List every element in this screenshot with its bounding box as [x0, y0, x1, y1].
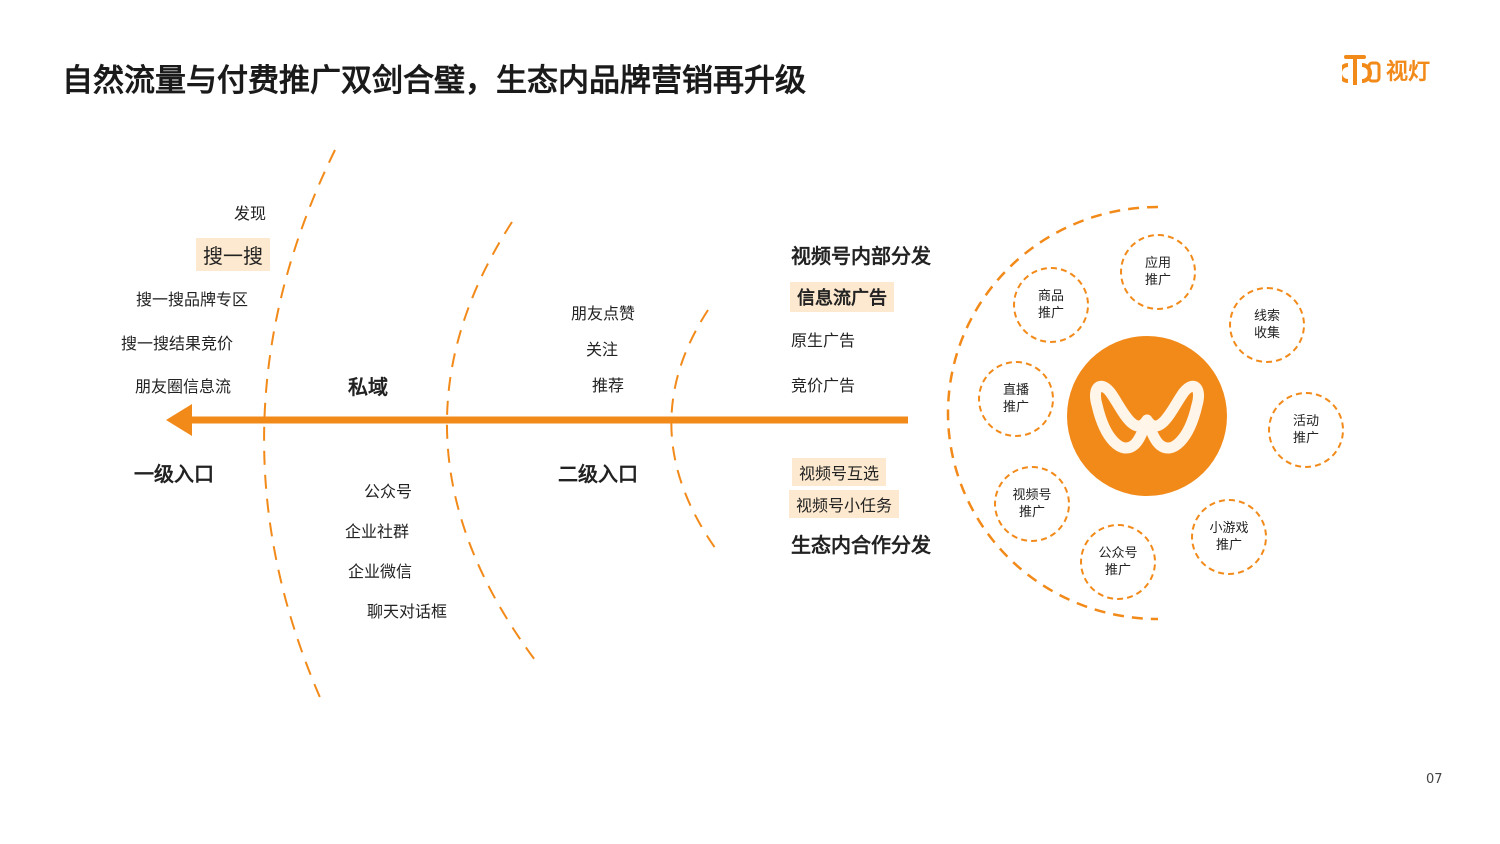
private-domain-item: 企业微信 [348, 562, 413, 581]
primary-entry-item: 搜一搜结果竞价 [121, 334, 234, 353]
lamp-logo-icon [1342, 55, 1381, 85]
private-domain-item: 企业社群 [345, 522, 410, 541]
primary-entry-item: 搜一搜品牌专区 [136, 290, 249, 309]
page-title: 自然流量与付费推广双剑合璧，生态内品牌营销再升级 [62, 63, 806, 99]
primary-entry-label: 一级入口 [134, 462, 214, 486]
page-number: 07 [1426, 772, 1443, 787]
secondary-entry-item: 关注 [586, 340, 619, 359]
channel-bubble-minigame: 小游戏推广 [1191, 499, 1267, 575]
channel-bubble-product: 商品推广 [1013, 267, 1089, 343]
flow-arrow-head [166, 404, 192, 436]
primary-entry-item-highlight: 搜一搜 [196, 238, 270, 271]
ecosystem-ring-arc [946, 205, 1159, 621]
private-domain-arc [446, 221, 539, 665]
channel-bubble-live: 直播推广 [978, 361, 1054, 437]
private-domain-label: 私域 [348, 375, 388, 399]
ecosystem-distribution-item-highlight: 视频号互选 [792, 458, 887, 486]
wechat-channels-logo-icon [1067, 336, 1227, 496]
channel-bubble-activity: 活动推广 [1268, 392, 1344, 468]
internal-distribution-label: 视频号内部分发 [791, 244, 931, 268]
primary-entry-item: 朋友圈信息流 [135, 377, 232, 396]
ecosystem-distribution-label: 生态内合作分发 [791, 533, 931, 557]
internal-distribution-item: 原生广告 [791, 331, 856, 350]
channel-bubble-app: 应用推广 [1120, 234, 1196, 310]
private-domain-item: 聊天对话框 [367, 602, 448, 621]
primary-entry-item: 发现 [234, 204, 267, 223]
logo-text: 视灯 [1386, 60, 1431, 85]
ecosystem-distribution-item-highlight: 视频号小任务 [789, 490, 900, 518]
internal-distribution-item-highlight: 信息流广告 [790, 282, 894, 312]
internal-distribution-item: 竞价广告 [791, 376, 856, 395]
channel-bubble-channels: 视频号推广 [994, 466, 1070, 542]
secondary-entry-arc [670, 309, 719, 553]
secondary-entry-item: 推荐 [592, 376, 625, 395]
secondary-entry-label: 二级入口 [558, 462, 638, 486]
private-domain-item: 公众号 [364, 482, 413, 501]
outer-boundary-arc [263, 149, 336, 703]
channel-bubble-official-account: 公众号推广 [1080, 524, 1156, 600]
brand-logo: 视灯 [1342, 50, 1430, 90]
secondary-entry-item: 朋友点赞 [571, 304, 636, 323]
channel-bubble-leads: 线索收集 [1229, 287, 1305, 363]
